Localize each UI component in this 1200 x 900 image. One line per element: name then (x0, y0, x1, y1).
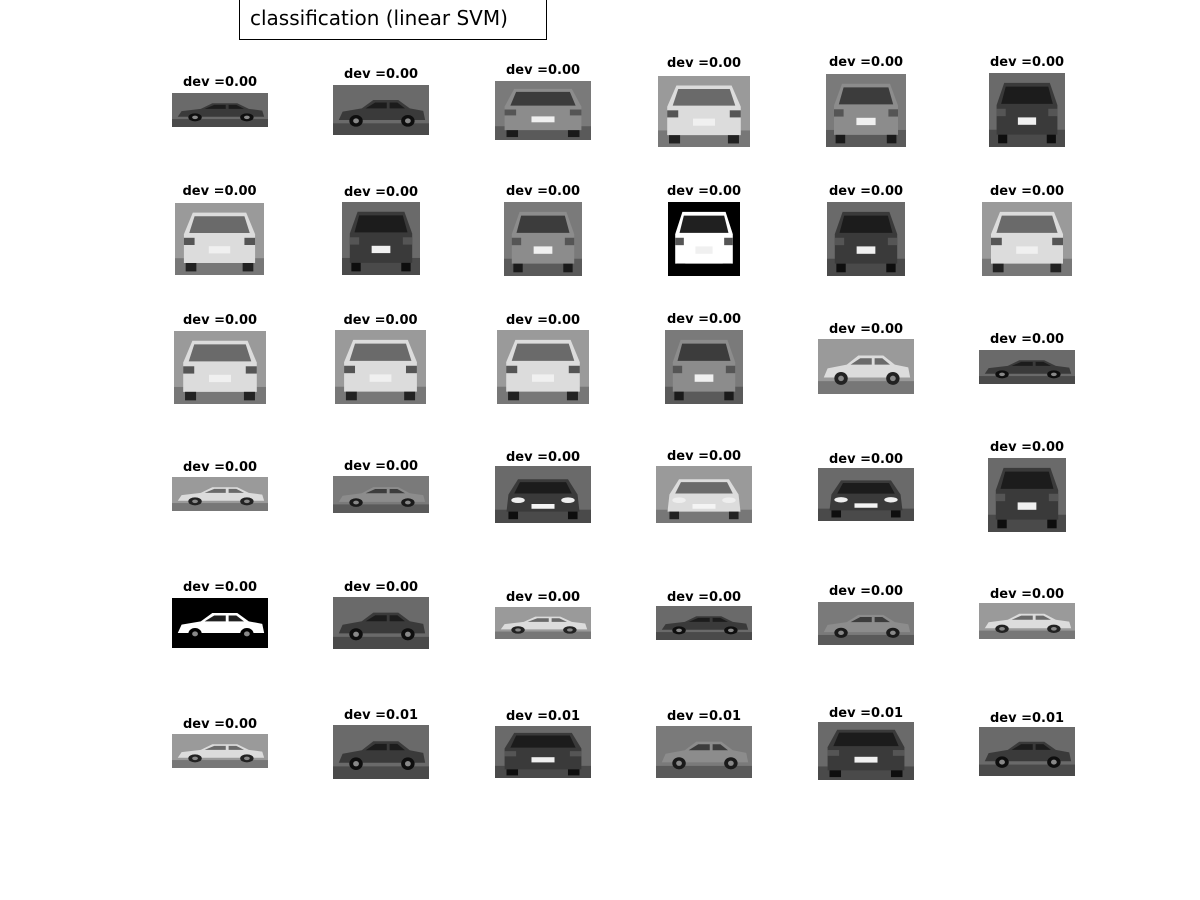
thumbnail-caption: dev =0.00 (666, 449, 742, 464)
thumbnail-caption: dev =0.00 (182, 184, 257, 199)
thumbnail-caption: dev =0.00 (989, 55, 1065, 70)
thumbnail-caption: dev =0.00 (343, 313, 418, 328)
car-thumbnail-image (979, 727, 1075, 776)
thumbnail-caption: dev =0.00 (182, 460, 258, 475)
car-thumbnail-image (826, 74, 906, 147)
car-thumbnail-image (818, 339, 914, 394)
car-thumbnail-image (333, 597, 429, 649)
car-thumbnail-image (656, 726, 752, 778)
thumbnail-caption: dev =0.00 (182, 717, 258, 732)
thumbnail-caption: dev =0.00 (989, 440, 1065, 455)
thumbnail-caption: dev =0.00 (828, 55, 904, 70)
thumbnail-caption: dev =0.00 (182, 580, 258, 595)
car-thumbnail-image (979, 350, 1075, 384)
car-thumbnail-image (658, 76, 750, 147)
thumbnail-caption: dev =0.01 (989, 711, 1065, 726)
car-thumbnail-image (818, 722, 914, 780)
thumbnail-caption: dev =0.00 (343, 459, 419, 474)
thumbnail-caption: dev =0.00 (505, 313, 581, 328)
car-thumbnail-image (495, 607, 591, 639)
car-thumbnail-image (979, 603, 1075, 639)
thumbnail-caption: dev =0.00 (828, 584, 904, 599)
thumbnail-caption: dev =0.00 (505, 450, 581, 465)
car-thumbnail-image (333, 476, 429, 513)
figure-title-box: classification (linear SVM) (239, 0, 547, 40)
car-thumbnail-image (333, 725, 429, 779)
car-thumbnail-image (333, 85, 429, 135)
thumbnail-caption: dev =0.00 (989, 332, 1065, 347)
car-thumbnail-image (497, 330, 589, 404)
car-thumbnail-image (172, 93, 268, 127)
thumbnail-caption: dev =0.00 (505, 63, 581, 78)
thumbnail-caption: dev =0.00 (828, 452, 904, 467)
thumbnail-caption: dev =0.00 (828, 322, 904, 337)
car-thumbnail-image (172, 477, 268, 511)
car-thumbnail-image (172, 734, 268, 768)
thumbnail-caption: dev =0.00 (182, 313, 258, 328)
thumbnail-caption: dev =0.00 (343, 580, 419, 595)
thumbnail-caption: dev =0.00 (182, 75, 258, 90)
thumbnail-caption: dev =0.01 (505, 709, 581, 724)
thumbnail-caption: dev =0.00 (666, 312, 742, 327)
car-thumbnail-image (656, 466, 752, 523)
thumbnail-caption: dev =0.00 (666, 590, 742, 605)
car-thumbnail-image (982, 202, 1072, 276)
car-thumbnail-image (827, 202, 905, 276)
thumbnail-caption: dev =0.00 (666, 184, 742, 199)
car-thumbnail-image (504, 202, 582, 276)
thumbnail-caption: dev =0.00 (666, 56, 742, 71)
thumbnail-caption: dev =0.00 (343, 67, 419, 82)
car-thumbnail-image (175, 203, 264, 275)
car-thumbnail-image (495, 726, 591, 778)
thumbnail-caption: dev =0.01 (666, 709, 742, 724)
car-thumbnail-image (342, 202, 420, 275)
thumbnail-caption: dev =0.01 (343, 708, 419, 723)
thumbnail-caption: dev =0.00 (505, 590, 581, 605)
car-thumbnail-image (989, 73, 1065, 147)
car-thumbnail-image (495, 466, 591, 523)
thumbnail-caption: dev =0.01 (828, 706, 904, 721)
thumbnail-caption: dev =0.00 (989, 184, 1065, 199)
car-thumbnail-image (818, 468, 914, 521)
thumbnail-caption: dev =0.00 (989, 587, 1065, 602)
figure-title: classification (linear SVM) (250, 6, 508, 30)
car-thumbnail-image (335, 330, 426, 404)
thumbnail-caption: dev =0.00 (828, 184, 904, 199)
car-thumbnail-image (668, 202, 740, 276)
thumbnail-caption: dev =0.00 (505, 184, 581, 199)
car-thumbnail-image (818, 602, 914, 645)
thumbnail-caption: dev =0.00 (343, 185, 419, 200)
car-thumbnail-image (656, 606, 752, 640)
car-thumbnail-image (665, 330, 743, 404)
car-thumbnail-image (172, 598, 268, 648)
car-thumbnail-image (174, 331, 266, 404)
car-thumbnail-image (988, 458, 1066, 532)
car-thumbnail-image (495, 81, 591, 140)
